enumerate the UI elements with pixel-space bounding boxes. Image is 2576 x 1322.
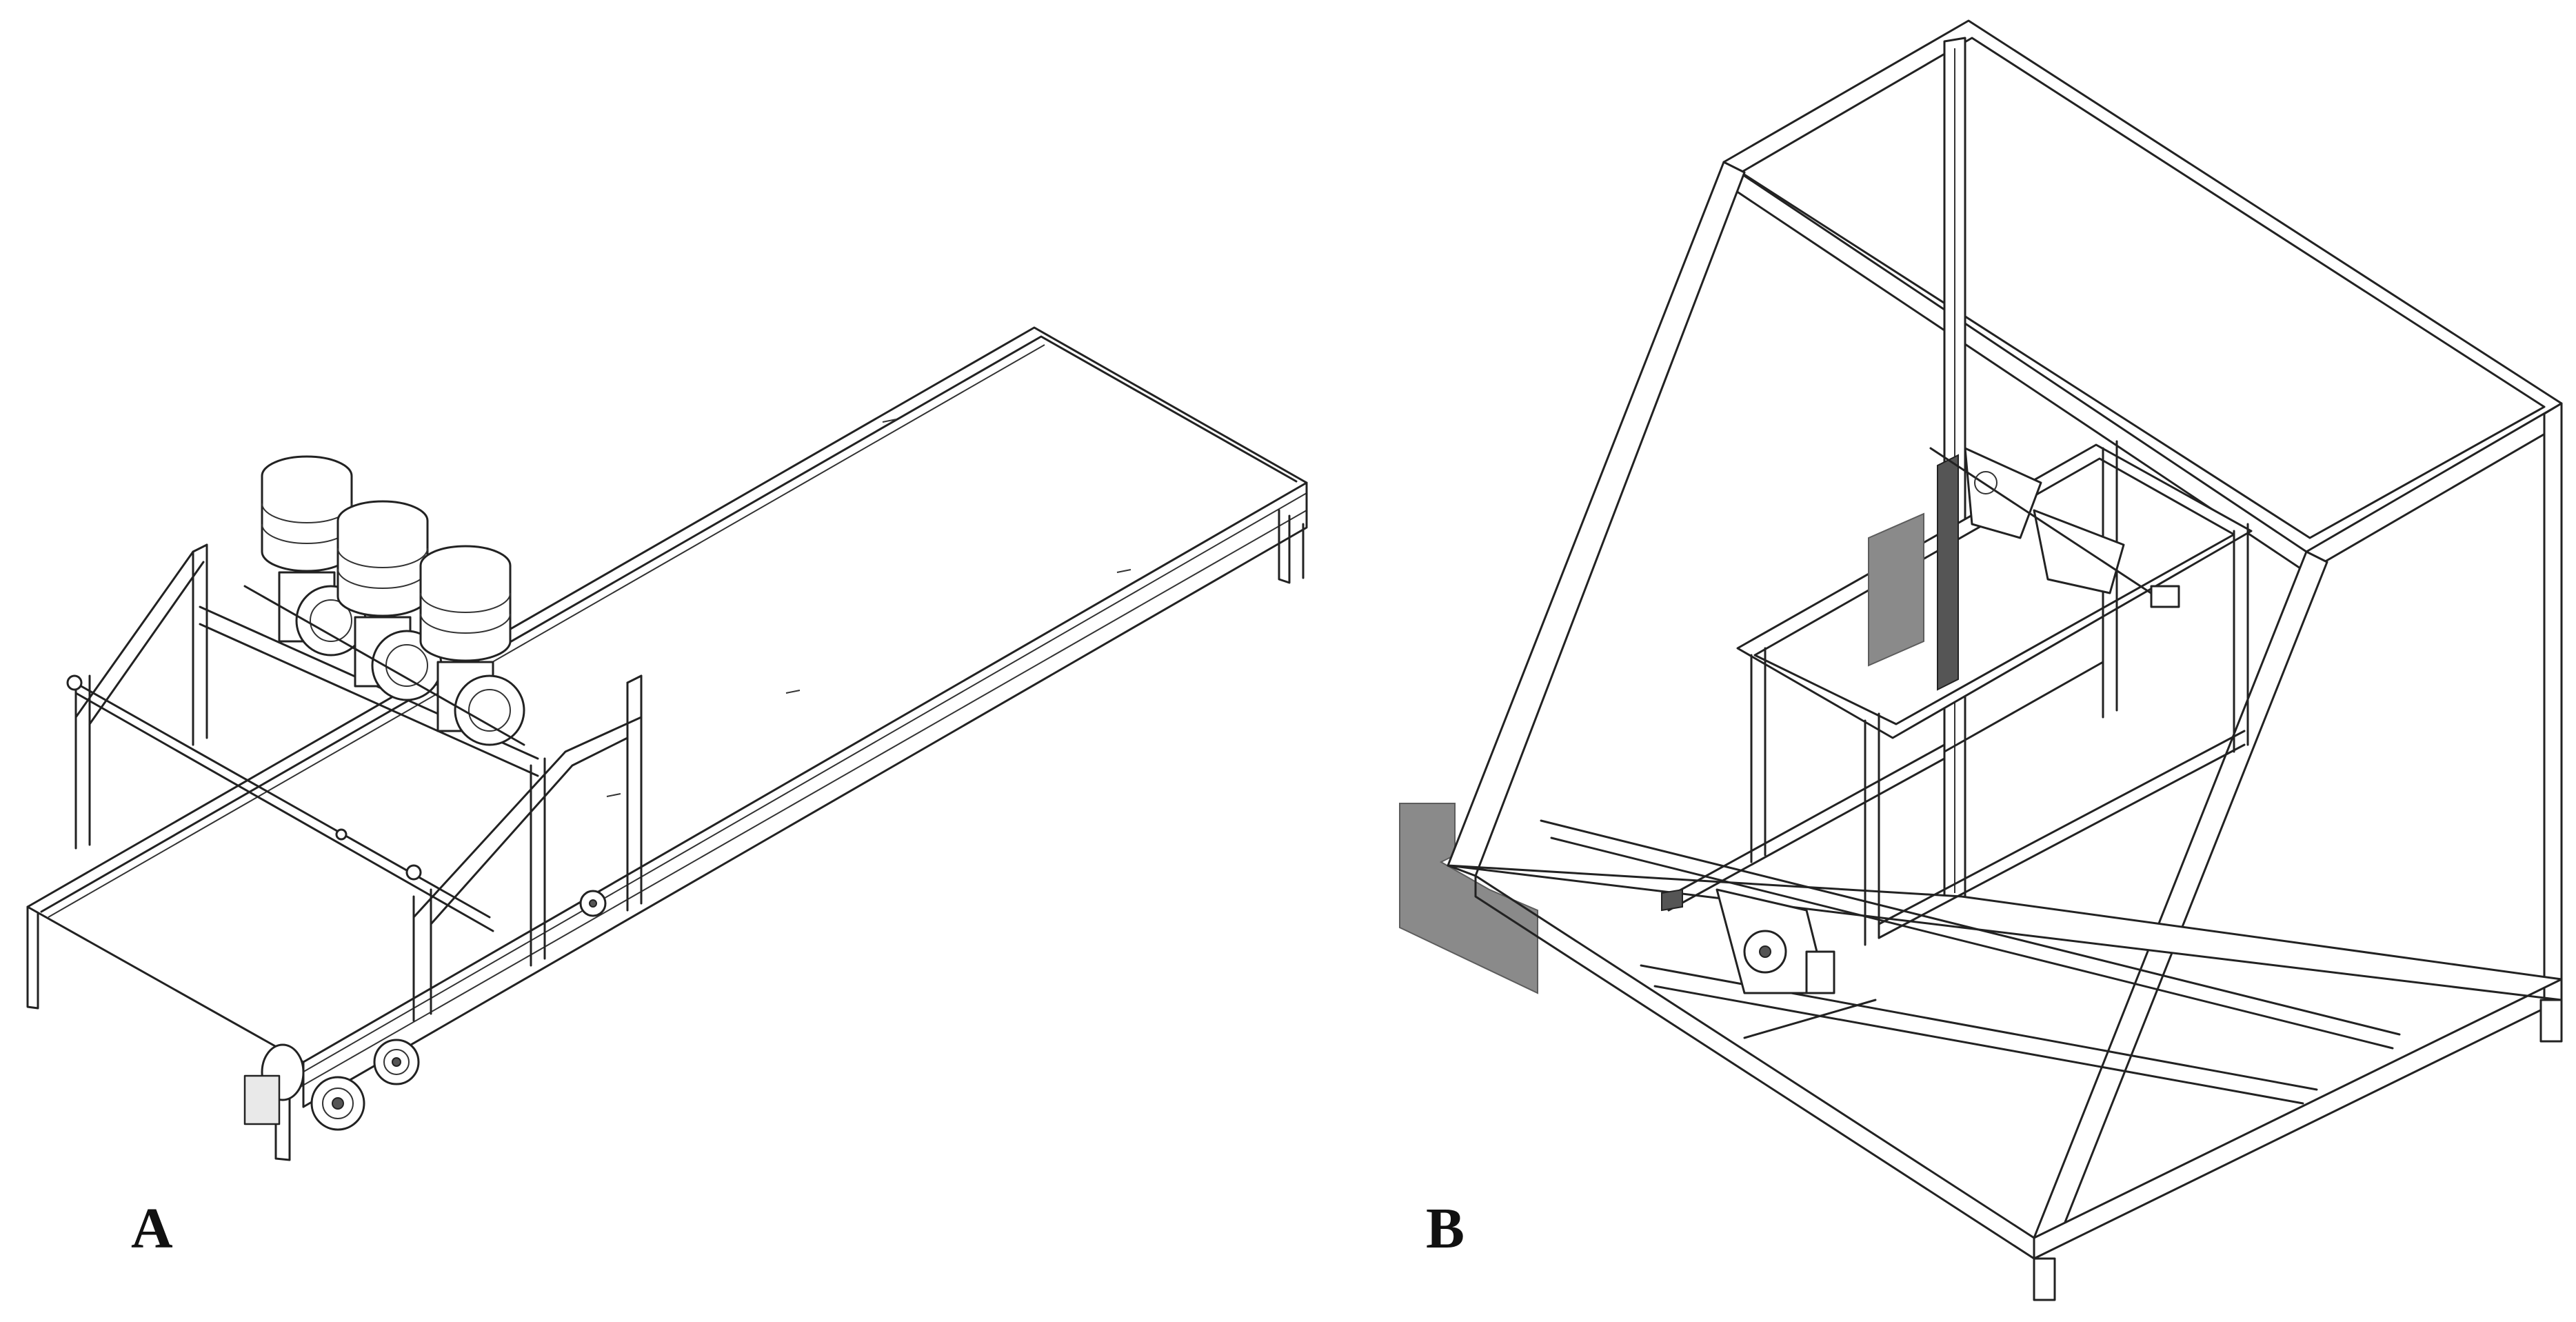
- panel-a-drawing: [28, 328, 1307, 1160]
- drive-roller-and-motors: [245, 891, 605, 1130]
- panel-b-drawing: [1400, 21, 2562, 1300]
- floor-block: [1400, 803, 1538, 993]
- base-frame: [1448, 821, 2562, 1300]
- hopper-3: [421, 546, 524, 745]
- hopper-support-frame: [68, 545, 641, 1021]
- bucket-mechanism: [1931, 448, 2179, 607]
- conveyor-table: [28, 328, 1307, 1160]
- motor-assembly: [1662, 890, 1834, 993]
- panel-label-b: B: [1426, 1196, 1465, 1261]
- panel-label-a: A: [131, 1196, 173, 1261]
